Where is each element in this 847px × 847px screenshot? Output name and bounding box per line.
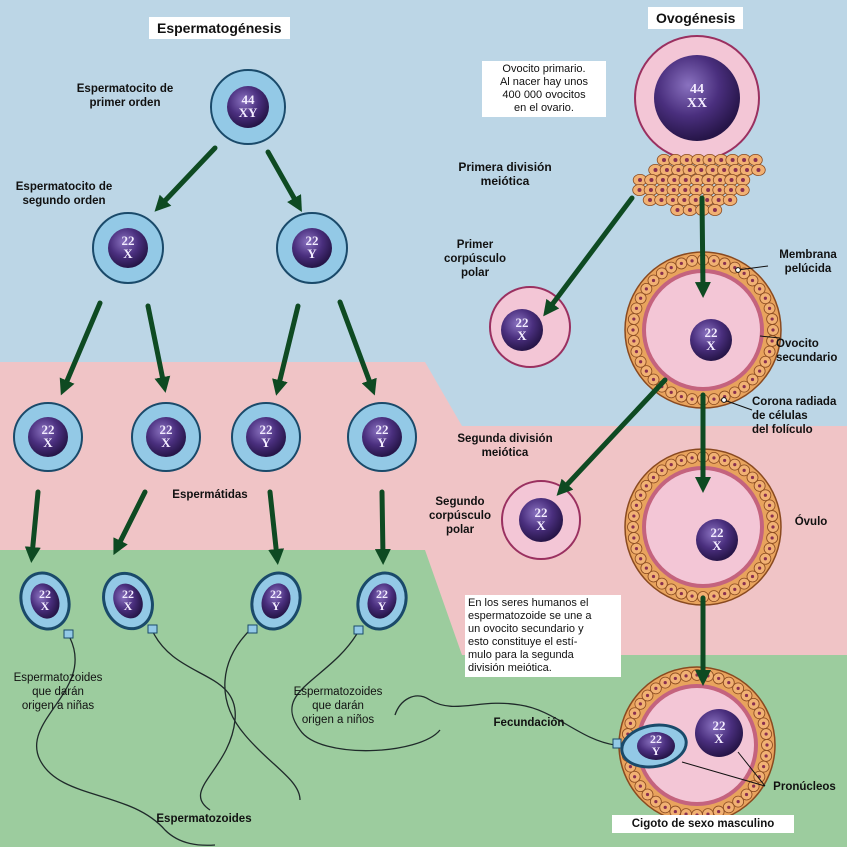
second-polar-body bbox=[501, 480, 581, 560]
chromosome-text: X bbox=[161, 435, 171, 450]
secondary-oocyte bbox=[624, 251, 782, 409]
label-espermatocito-primer-orden: Espermatocito de primer orden bbox=[76, 83, 174, 109]
chromosome-text: 22 bbox=[270, 587, 282, 601]
chromosome-text: X bbox=[517, 328, 527, 343]
note-fecundacion: En los seres humanos el espermatozoide s… bbox=[465, 595, 621, 677]
spermatid-2 bbox=[131, 402, 201, 472]
chromosome-text: 22 bbox=[39, 587, 51, 601]
chromosome-text: Y bbox=[651, 744, 661, 758]
chromosome-text: 22 bbox=[305, 233, 319, 248]
chromosome-text: 22 bbox=[710, 525, 724, 540]
chromosome-text: 22 bbox=[712, 718, 726, 733]
label-espermatocito-segundo-orden: Espermatocito de segundo orden bbox=[15, 181, 113, 207]
label-espermatozoides-ninos: Espermatozoides que darán origen a niños bbox=[293, 686, 383, 726]
spermatid-3 bbox=[231, 402, 301, 472]
chromosome-text: 22 bbox=[259, 422, 273, 437]
label-primera-division: Primera división meiótica bbox=[458, 160, 552, 188]
label-espermatidas: Espermátidas bbox=[172, 489, 248, 501]
label-pronucleos: Pronúcleos bbox=[773, 781, 836, 793]
follicle-cells-cluster bbox=[632, 153, 766, 216]
chromosome-text: 44 bbox=[690, 82, 704, 97]
chromosome-text: Y bbox=[377, 435, 387, 450]
sperm-2 bbox=[102, 571, 158, 634]
chromosome-text: 22 bbox=[704, 325, 718, 340]
chromosome-text: 22 bbox=[159, 422, 173, 437]
chromosome-text: 22 bbox=[375, 422, 389, 437]
sperm-tails bbox=[36, 629, 616, 846]
chromosome-text: 22 bbox=[376, 587, 388, 601]
label-ovulo: Óvulo bbox=[794, 516, 828, 528]
chromosome-text: X bbox=[43, 435, 53, 450]
label-membrana-pelucida: Membrana pelúcida bbox=[779, 249, 837, 275]
ovum bbox=[624, 448, 782, 606]
label-fecundacion: Fecundación bbox=[493, 717, 565, 729]
chromosome-text: X bbox=[712, 538, 722, 553]
chromosome-text: Y bbox=[261, 435, 271, 450]
secondary-spermatocyte-y bbox=[276, 212, 348, 284]
sperm-4 bbox=[353, 571, 408, 635]
primary-oocyte bbox=[634, 35, 760, 161]
chromosome-text: 22 bbox=[121, 233, 135, 248]
spermatid-1 bbox=[13, 402, 83, 472]
label-segundo-corpusculo: Segundo corpúsculo polar bbox=[429, 496, 491, 536]
title-ovogenesis: Ovogénesis bbox=[648, 7, 744, 29]
secondary-spermatocyte-x bbox=[92, 212, 164, 284]
chromosome-text: X bbox=[714, 731, 724, 746]
label-espermatozoides-ninas: Espermatozoides que darán origen a niñas bbox=[13, 672, 103, 712]
chromosome-text: 44 bbox=[241, 92, 255, 107]
label-cigoto: Cigoto de sexo masculino bbox=[612, 815, 794, 833]
sperm-1 bbox=[19, 571, 74, 639]
chromosome-text: 22 bbox=[650, 732, 662, 746]
chromosome-text: X bbox=[40, 599, 50, 613]
chromosome-text: 22 bbox=[515, 315, 529, 330]
chromosome-text: XY bbox=[238, 105, 258, 120]
label-primer-corpusculo: Primer corpúsculo polar bbox=[444, 239, 506, 279]
chromosome-text: Y bbox=[377, 599, 387, 613]
chromosome-text: 22 bbox=[122, 587, 134, 601]
chromosome-text: X bbox=[123, 246, 133, 261]
title-espermatogenesis: Espermatogénesis bbox=[149, 17, 290, 39]
primary-spermatocyte bbox=[210, 69, 286, 145]
note-ovocito-primario: Ovocito primario. Al nacer hay unos 400 … bbox=[482, 61, 606, 117]
sperm-3 bbox=[247, 571, 302, 634]
chromosome-text: 22 bbox=[41, 422, 55, 437]
pointer-lines bbox=[681, 265, 781, 787]
label-espermatozoides: Espermatozoides bbox=[156, 813, 252, 825]
chromosome-text: XX bbox=[686, 96, 708, 111]
chromosome-text: Y bbox=[307, 246, 317, 261]
label-corona-radiada: Corona radiada de células del folículo bbox=[752, 396, 837, 436]
chromosome-text: 22 bbox=[534, 505, 548, 520]
label-segunda-division: Segunda división meiótica bbox=[457, 433, 553, 459]
arrows bbox=[24, 145, 712, 687]
chromosome-text: X bbox=[536, 518, 546, 533]
chromosome-text: X bbox=[706, 338, 716, 353]
chromosome-text: Y bbox=[271, 599, 281, 613]
label-ovocito-secundario: Ovocito secundario bbox=[776, 338, 838, 364]
spermatid-4 bbox=[347, 402, 417, 472]
chromosome-text: X bbox=[123, 599, 133, 613]
